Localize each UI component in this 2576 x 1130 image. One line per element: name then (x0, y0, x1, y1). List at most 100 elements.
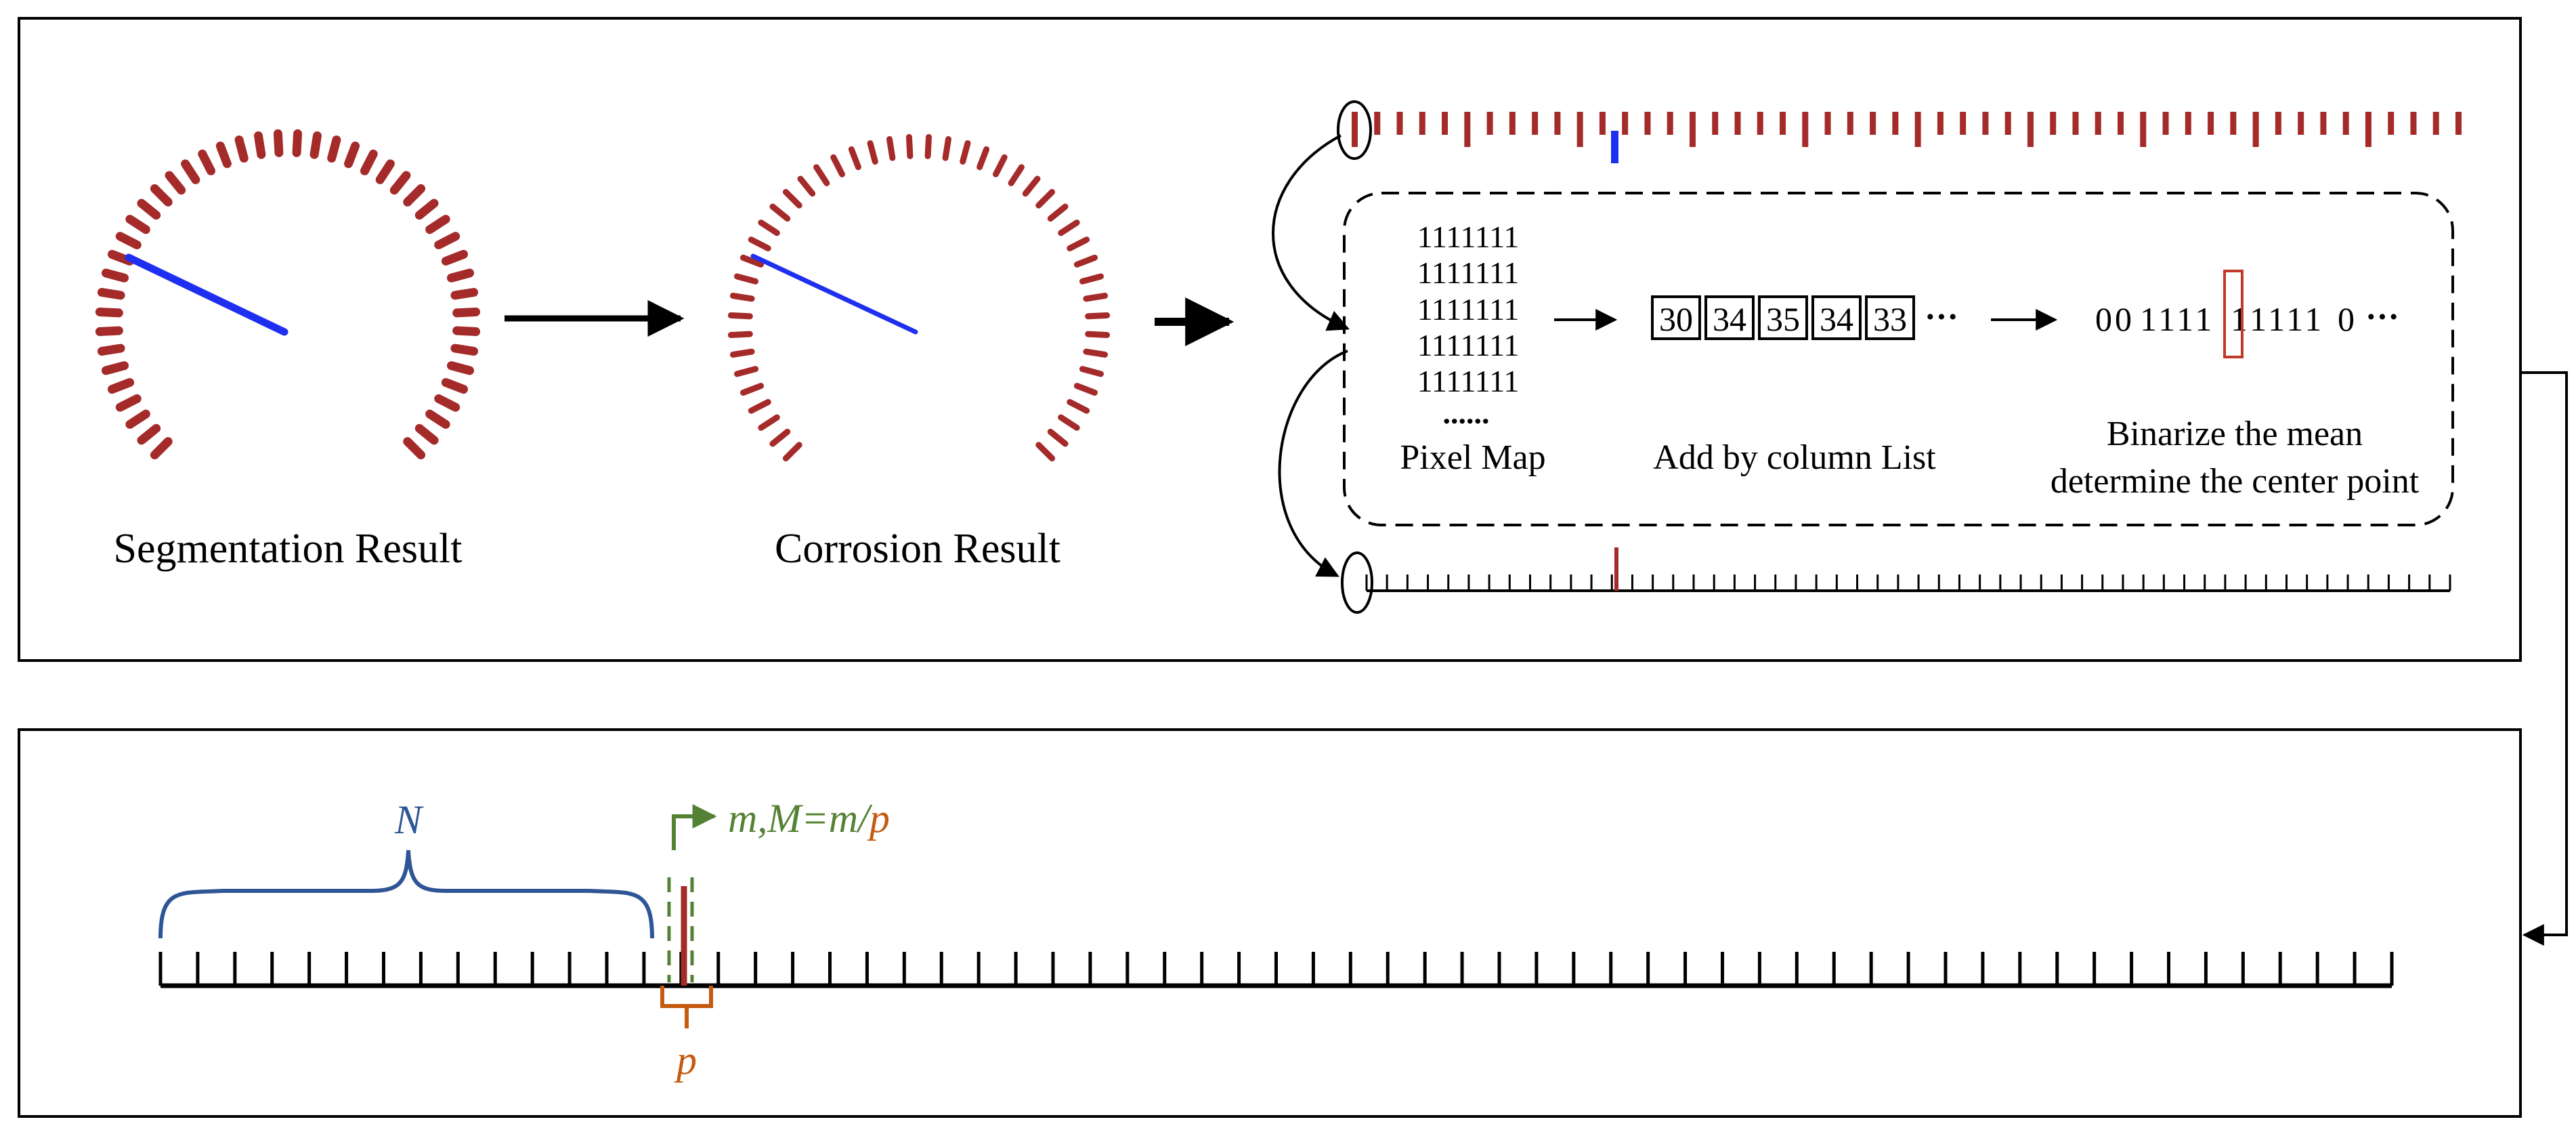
binarized-sequence: 00 1111 1 1111 0 ··· (2095, 270, 2399, 358)
gauge-tick (165, 171, 186, 195)
gauge-tick (150, 437, 173, 460)
strip-mark (2298, 112, 2304, 135)
formula-m-part: m,M=m/ (728, 796, 873, 841)
gauge-tick (425, 409, 450, 429)
gauge-tick (769, 203, 791, 222)
strip-mark (1419, 112, 1425, 135)
gauge-tick (107, 378, 135, 394)
gauge-tick (782, 442, 802, 462)
pixel-map-row: 1111111 (1417, 328, 1520, 362)
binarized-center-digit: 1 (2231, 300, 2248, 338)
column-sum-box (1865, 295, 1915, 340)
bottom-tick-ruler (158, 952, 2394, 988)
strip-start-ellipse (1337, 100, 1372, 160)
strip-mark (2432, 112, 2439, 135)
pixel-map-row: 1111111 (1417, 292, 1520, 327)
binarized-ones-after: 1111 (2250, 300, 2324, 338)
gauge-tick (403, 437, 426, 460)
strip-mark (2027, 112, 2034, 147)
gauge-tick (101, 268, 129, 282)
gauge-tick (942, 135, 951, 161)
strip-mark (2072, 112, 2079, 135)
strip-mark (2320, 112, 2327, 135)
gauge-tick (446, 268, 475, 282)
strip-mark (2252, 112, 2259, 147)
strip-mark (1802, 112, 1809, 147)
strip-pointer-mark (1611, 131, 1618, 163)
ruler-start-ellipse (1341, 551, 1373, 614)
gauge-tick (748, 236, 771, 252)
curved-arrow-to-pixel-map (1272, 134, 1350, 331)
strip-mark (2162, 112, 2169, 135)
corrosion-gauge (727, 133, 1111, 462)
gauge-tick (125, 409, 150, 429)
strip-mark (2140, 112, 2147, 147)
strip-mark (1689, 112, 1696, 147)
strip-mark (1486, 112, 1493, 135)
strip-mark (1937, 112, 1944, 135)
gauge-tick (758, 219, 780, 236)
gauge-tick (739, 383, 765, 396)
gauge-tick (1008, 164, 1025, 186)
curved-arrow-to-tick-ruler (1278, 350, 1348, 577)
column-sum-box (1704, 295, 1755, 340)
strip-mark (1576, 112, 1583, 147)
gauge-tick (434, 232, 460, 250)
gauge-tick (125, 215, 150, 234)
binarize-label-line2: determine the center point (2051, 462, 2420, 501)
gauge-tick (150, 184, 173, 207)
strip-mark (1352, 112, 1358, 147)
gauge-tick (181, 159, 200, 184)
strip-mark (1442, 112, 1448, 135)
gauge-tick (782, 188, 802, 209)
strip-mark (1780, 112, 1786, 135)
binarized-prefix: 00 (2095, 300, 2134, 338)
strip-mark (2095, 112, 2101, 135)
gauge-tick (769, 428, 791, 447)
formula-p-part: p (867, 796, 890, 841)
gauge-tick (739, 254, 765, 268)
pixel-map-row: 1111111 (1417, 255, 1520, 290)
gauge-tick (1079, 273, 1104, 285)
gauge-tick (450, 288, 479, 300)
gauge-tick (434, 394, 460, 412)
gauge-tick (97, 288, 125, 300)
pixel-map-label: Pixel Map (1400, 438, 1545, 477)
strip-mark (2275, 112, 2281, 135)
p-label: p (674, 1038, 697, 1083)
column-sum-box (1758, 295, 1808, 340)
formula-label: m,M=m/p (728, 796, 890, 841)
gauge-tick (101, 361, 129, 375)
gauge-tick (115, 232, 142, 250)
gauge-tick (960, 140, 971, 165)
gauge-tick (425, 215, 450, 234)
gauge-tick (450, 343, 479, 356)
gauge-tick (1058, 219, 1080, 236)
gauge-tick (1022, 175, 1041, 197)
gauge-tick (254, 131, 266, 159)
gauge-tick (886, 135, 896, 161)
strip-mark (1712, 112, 1719, 135)
center-point-highlight (2223, 270, 2244, 358)
segmentation-pointer (125, 253, 288, 336)
gauge-tick (1085, 331, 1111, 339)
strip-mark (2208, 112, 2214, 135)
segmentation-result-label: Segmentation Result (114, 526, 463, 572)
gauge-tick (1058, 414, 1080, 431)
gauge-tick (797, 175, 816, 197)
strip-mark (1554, 112, 1561, 135)
pixel-map-row: 1111111 (1417, 219, 1520, 254)
strip-mark (2365, 112, 2371, 147)
column-sum-value: 34 (1820, 300, 1853, 338)
strip-mark (1734, 112, 1741, 135)
gauge-tick (758, 414, 780, 431)
strip-mark (1824, 112, 1831, 135)
column-sum-value: 35 (1766, 300, 1800, 338)
column-sum-value: 33 (1873, 300, 1907, 338)
corrosion-result-label: Corrosion Result (775, 526, 1060, 572)
strip-mark (1960, 112, 1967, 135)
gauge-tick (97, 343, 125, 356)
gauge-tick (327, 135, 341, 163)
gauge-tick (115, 394, 142, 412)
